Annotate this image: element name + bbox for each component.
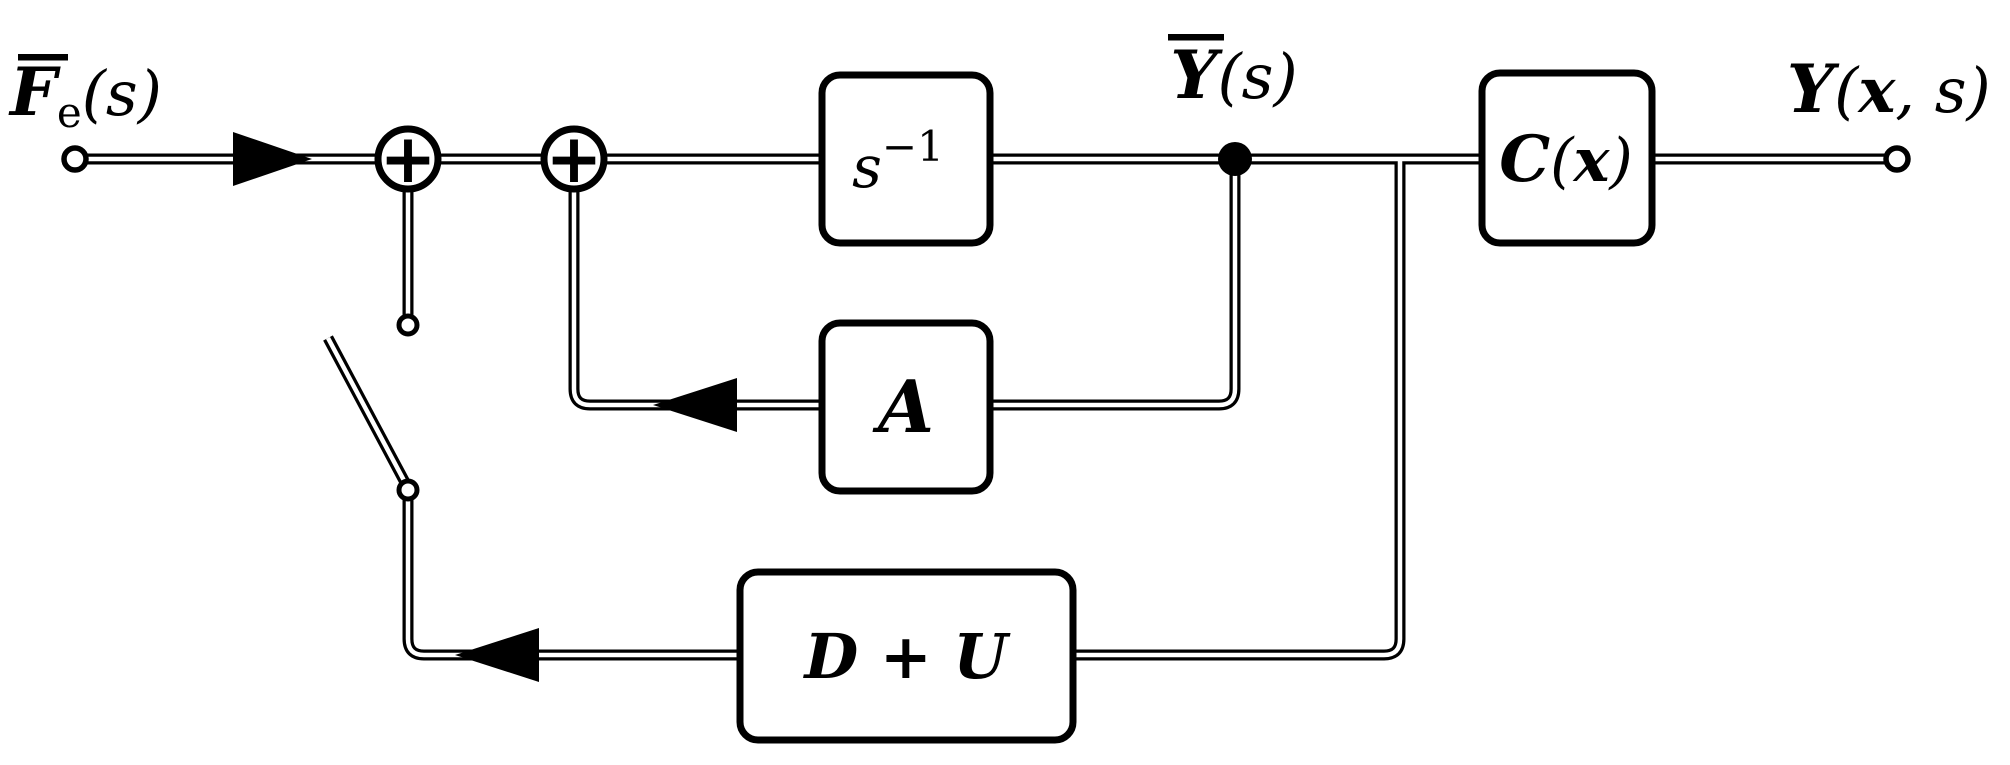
A-feedback-line [568,189,822,411]
switch-pivot [396,478,420,502]
DU-feedback-line [402,494,740,661]
A-block [818,319,994,495]
summing-junction-1 [374,125,442,193]
A-block-label: A [872,364,934,449]
output-signal-label: Y(x, s) [1787,50,1991,128]
input-arrowhead [233,132,312,186]
input-signal-label: Fe(s) [8,53,162,137]
state-pickoff-node [1218,142,1252,176]
integrator-block [818,71,994,247]
DU-block-label: D + U [803,620,1012,693]
DU-feedback-arrowhead [455,628,539,682]
sum2-plus-sign: + [546,120,603,199]
A-feedback-arrowhead [653,378,737,432]
signal-lines-inner [86,156,1887,658]
C-block [1478,69,1656,247]
summing-junction-2 [540,125,608,193]
input-terminal [61,145,89,173]
state-node-down-line [990,159,1241,411]
sum1-plus-sign: + [380,120,437,199]
state-signal-label: Y(s) [1170,36,1297,114]
input-label-overbar [18,54,68,61]
DU-block [736,568,1077,744]
output-terminal [1883,145,1911,173]
C-block-label: C(x) [1499,122,1633,197]
switch-contact [396,313,420,337]
state-label-overbar [1168,34,1224,41]
integrator-label: s−1 [852,122,944,201]
